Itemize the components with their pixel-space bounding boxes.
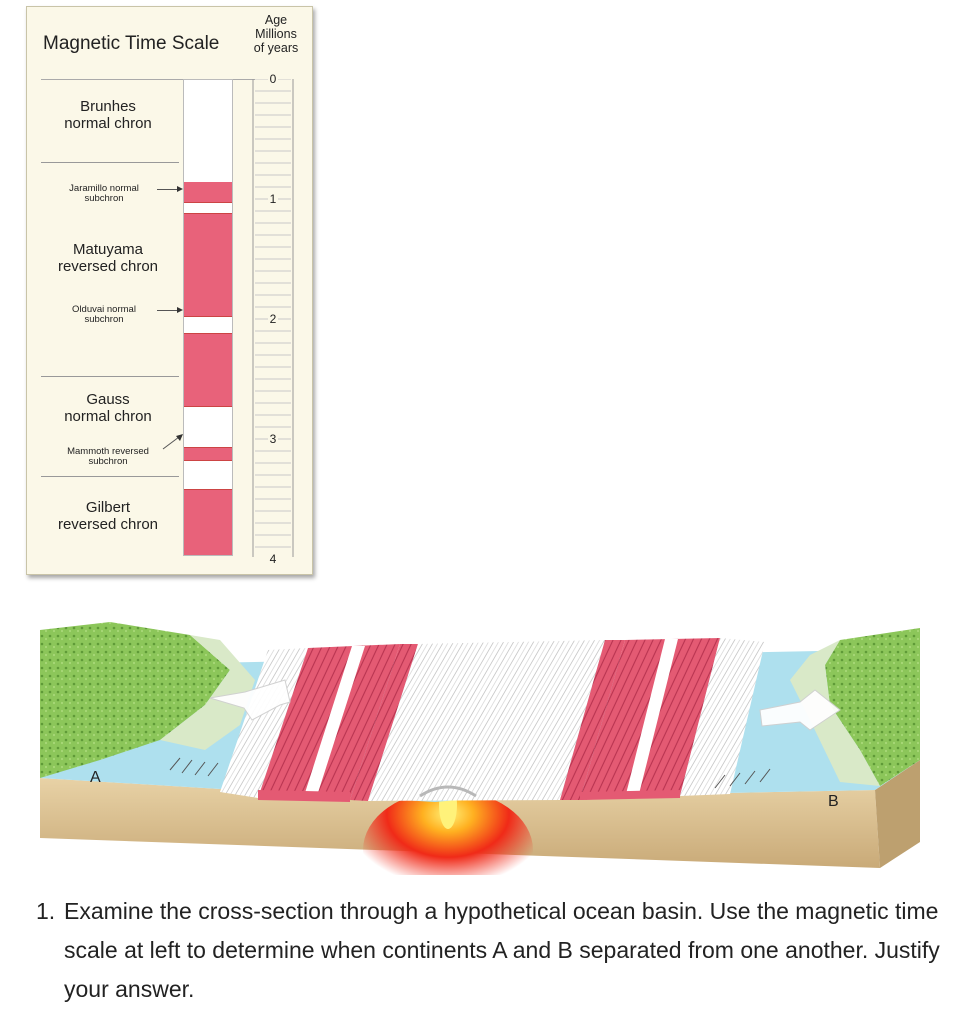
chron-label-gilbert: Gilbert reversed chron — [41, 499, 175, 533]
age-tick-4: 4 — [267, 552, 279, 566]
seafloor-strip-normal-center — [368, 640, 605, 801]
age-tick-3: 3 — [267, 432, 279, 446]
chron-label-line: subchron — [84, 314, 124, 325]
continent-a-beach — [160, 635, 255, 750]
subchron-label-jaramillo: Jaramillo normal subchron — [45, 184, 163, 204]
polarity-band-reversed — [184, 334, 232, 406]
seafloor-strip-normal-left — [303, 646, 365, 799]
chron-label-gauss: Gauss normal chron — [41, 391, 175, 425]
scale-title: Magnetic Time Scale — [43, 33, 220, 54]
chron-label-line: Mammoth reversed — [67, 446, 149, 457]
age-ruler — [252, 79, 294, 557]
chron-label-matuyama: Matuyama reversed chron — [41, 241, 175, 275]
subchron-label-mammoth: Mammoth reversed subchron — [49, 447, 167, 467]
spreading-arrow-left — [209, 679, 291, 721]
chron-label-line: subchron — [84, 193, 124, 204]
ocean-basin-cross-section: A B — [40, 622, 920, 875]
polarity-band-normal — [184, 316, 232, 334]
chron-label-line: normal chron — [64, 115, 152, 132]
question-text: Examine the cross-section through a hypo… — [64, 898, 940, 1002]
chron-divider — [41, 476, 179, 477]
chron-label-line: Gauss — [86, 391, 130, 408]
chron-label-line: Gilbert — [85, 499, 131, 516]
front-band-reversed-right — [580, 790, 680, 800]
chron-divider — [41, 376, 179, 377]
seafloor-strip-reversed-left-inner — [350, 644, 418, 801]
age-header-line: Age — [264, 13, 288, 27]
header-divider — [41, 79, 255, 80]
chron-divider — [41, 162, 179, 163]
age-header-line: Millions — [255, 27, 297, 41]
polarity-band-reversed — [184, 214, 232, 316]
question-number: 1. — [36, 898, 56, 924]
chron-label-line: subchron — [88, 456, 128, 467]
fault-lines-left — [169, 757, 219, 777]
age-tick-2: 2 — [267, 312, 279, 326]
chron-label-line: Brunhes — [80, 98, 136, 115]
magma-chamber — [363, 790, 533, 875]
polarity-band-normal — [184, 202, 232, 214]
continent-b-land — [825, 628, 920, 786]
chron-label-line: normal chron — [64, 408, 152, 425]
fault-lines-right — [714, 768, 771, 789]
age-axis-header: Age Millions of years — [241, 13, 311, 55]
polarity-band-normal — [184, 460, 232, 490]
age-tick-1: 1 — [267, 192, 279, 206]
polarity-band-reversed — [184, 490, 232, 555]
olduvai-pointer-line — [157, 310, 177, 311]
age-axis: 0 1 2 3 4 — [249, 72, 297, 566]
question-block: 1. Examine the cross-section through a h… — [36, 892, 966, 1009]
age-tick-0: 0 — [267, 72, 279, 86]
continent-a-label: A — [90, 769, 101, 786]
chron-label-brunhes: Brunhes normal chron — [41, 98, 175, 132]
spreading-arrow-right — [759, 689, 841, 731]
chron-label-line: reversed chron — [57, 258, 159, 275]
continent-a-land — [40, 622, 230, 778]
age-header-line: of years — [253, 41, 299, 55]
seafloor-strip-normal-right — [625, 639, 678, 798]
jaramillo-pointer-line — [157, 189, 177, 190]
polarity-band-reversed — [184, 181, 232, 202]
front-band-reversed-left — [258, 790, 350, 802]
polarity-band-normal — [184, 406, 232, 448]
crust-right-face — [875, 760, 920, 868]
chron-label-line: Jaramillo normal — [69, 183, 139, 194]
mammoth-pointer — [162, 434, 183, 450]
chron-label-line: Olduvai normal — [72, 304, 136, 315]
jaramillo-pointer-arrow — [177, 186, 183, 192]
olduvai-pointer-arrow — [177, 307, 183, 313]
mid-ocean-ridge — [419, 785, 477, 798]
chron-label-line: reversed chron — [57, 516, 159, 533]
polarity-column — [183, 79, 233, 556]
subchron-label-olduvai: Olduvai normal subchron — [45, 305, 163, 325]
seafloor-strip-reversed-right-inner — [560, 640, 625, 800]
polarity-band-reversed — [184, 448, 232, 460]
polarity-band-normal — [184, 80, 232, 182]
seafloor-strip-normal-right-outer — [680, 638, 765, 796]
continent-b-label: B — [828, 793, 839, 810]
chron-label-line: Matuyama — [72, 241, 144, 258]
magnetic-time-scale-panel: Magnetic Time Scale Age Millions of year… — [26, 6, 313, 575]
